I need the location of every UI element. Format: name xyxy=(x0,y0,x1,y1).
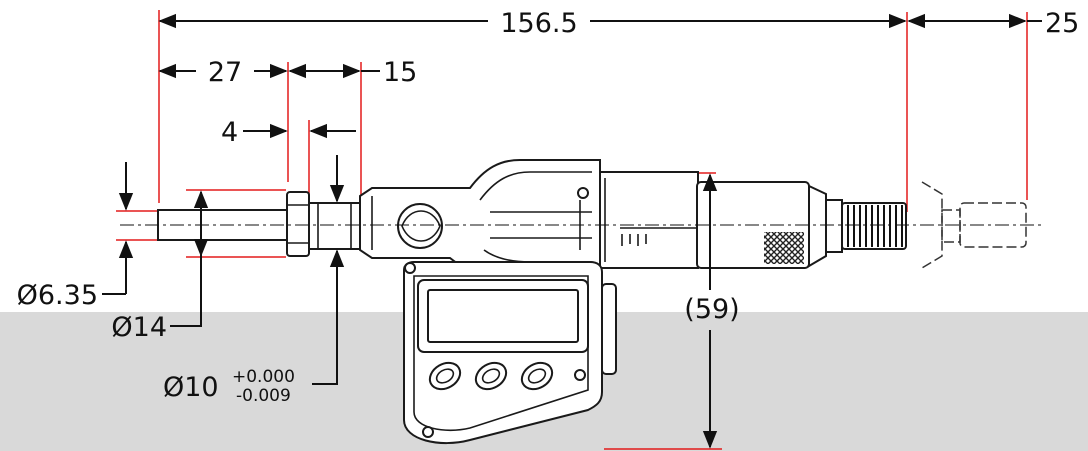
dim-overall-length: 156.5 xyxy=(500,8,577,39)
dim-stem-tol-upper: +0.000 xyxy=(232,367,295,387)
button-3 xyxy=(520,361,554,391)
dimension-arrows xyxy=(102,13,1042,449)
button-2 xyxy=(474,361,508,391)
dim-spindle-section: 27 xyxy=(208,57,242,88)
dim-nut-gap: 4 xyxy=(221,117,238,148)
dim-height: (59) xyxy=(684,294,739,325)
dim-stem-diameter: Ø10 xyxy=(163,372,219,403)
button-1 xyxy=(428,361,462,391)
dim-collar-section: 15 xyxy=(383,57,417,88)
function-buttons xyxy=(428,361,554,391)
dim-collar-diameter: Ø14 xyxy=(111,312,167,343)
dim-spindle-diameter: Ø6.35 xyxy=(17,280,98,311)
dim-stem-tol-lower: -0.009 xyxy=(236,386,291,406)
dim-travel: 25 xyxy=(1045,8,1079,39)
